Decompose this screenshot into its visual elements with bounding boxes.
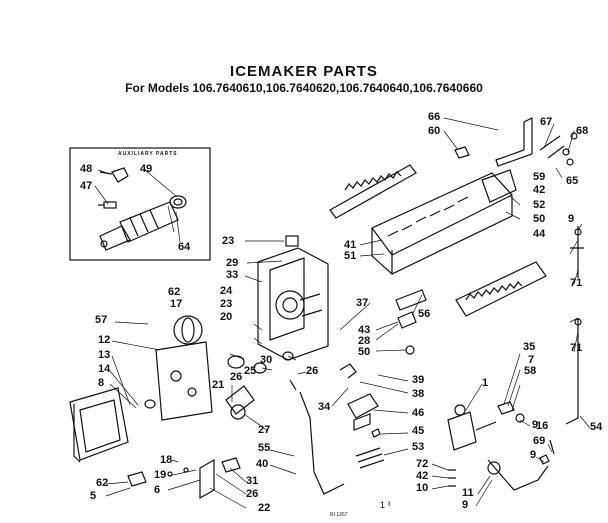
- callout-label: 17: [170, 298, 183, 310]
- callout-label: 57: [95, 314, 108, 326]
- callout-label: 60: [428, 125, 441, 137]
- callout-label: 67: [540, 116, 553, 128]
- callout-label: 65: [566, 175, 579, 187]
- aux-nozzle-part: [99, 225, 131, 251]
- callout-label: 56: [418, 308, 431, 320]
- callout-label: 51: [344, 250, 357, 262]
- callout-label: 54: [590, 421, 603, 433]
- callout-label: 33: [226, 269, 239, 281]
- auxiliary-parts-label: AUXILIARY PARTS: [118, 151, 178, 157]
- callout-label: 52: [533, 199, 546, 211]
- ice-mold: [371, 172, 513, 256]
- callout-label: 28: [358, 335, 371, 347]
- callout-label: 48: [80, 163, 93, 175]
- callout-label: 26: [306, 365, 319, 377]
- footer-code: RI 1267: [330, 512, 348, 518]
- page-title: ICEMAKER PARTS: [230, 63, 378, 80]
- mold-support: [257, 247, 329, 361]
- callout-label: 59: [533, 171, 546, 183]
- front-cover: [69, 387, 129, 461]
- ejector-blade: [329, 164, 417, 219]
- models-subtitle: For Models 106.7640610,106.7640620,106.7…: [125, 81, 483, 95]
- callout-label: 43: [358, 324, 371, 336]
- callout-label: 44: [533, 228, 546, 240]
- callout-label: 41: [344, 239, 357, 251]
- callout-label: 16: [536, 420, 549, 432]
- callout-label: 42: [416, 470, 429, 482]
- callout-label: 9: [532, 419, 539, 431]
- callout-label: 8: [98, 377, 105, 389]
- callout-label: 18: [160, 454, 173, 466]
- callout-label: 39: [412, 374, 425, 386]
- stripper: [455, 261, 547, 317]
- motor: [173, 315, 203, 345]
- callout-label: 40: [256, 458, 269, 470]
- callout-label: 34: [318, 401, 331, 413]
- callout-label: 58: [524, 365, 537, 377]
- mounting-plate: [155, 341, 213, 421]
- callout-label: 47: [80, 180, 93, 192]
- callout-label: 45: [412, 425, 425, 437]
- callout-label: 24: [220, 285, 233, 297]
- callout-label: 10: [416, 482, 429, 494]
- callout-label: 30: [260, 354, 273, 366]
- footer-mark: 1 ³: [380, 500, 391, 510]
- callout-label: 53: [412, 441, 425, 453]
- callout-label: 27: [258, 424, 271, 436]
- callout-label: 55: [258, 442, 271, 454]
- callout-label: 37: [356, 297, 369, 309]
- callout-label: 68: [576, 125, 589, 137]
- shutoff-arm: [565, 318, 579, 425]
- callout-label: 7: [528, 354, 535, 366]
- callout-label: 9: [568, 213, 575, 225]
- callout-label: 23: [222, 235, 235, 247]
- callout-label: 11: [462, 487, 474, 499]
- aux-fitting-part: [98, 201, 117, 209]
- callout-label: 20: [220, 311, 233, 323]
- aux-cap-part: [169, 195, 187, 209]
- callout-label: 31: [246, 475, 259, 487]
- callout-label: 71: [570, 277, 583, 289]
- callout-label: 38: [412, 388, 425, 400]
- callout-label: 72: [416, 458, 429, 470]
- callout-label: 5: [90, 490, 97, 502]
- callout-label: 26: [230, 371, 243, 383]
- callout-label: 62: [96, 477, 109, 489]
- water-valve: [447, 411, 477, 451]
- callout-label: 64: [178, 241, 191, 253]
- callout-label: 35: [523, 341, 536, 353]
- callout-label: 66: [428, 111, 441, 123]
- fill-cup: [481, 169, 517, 203]
- callout-label: 23: [220, 298, 233, 310]
- callout-label: 26: [246, 488, 259, 500]
- callout-label: 14: [98, 363, 111, 375]
- callout-label: 50: [533, 213, 546, 225]
- callout-label: 1: [482, 377, 489, 389]
- callout-label: 46: [412, 407, 425, 419]
- callout-label: 29: [226, 257, 239, 269]
- callout-label: 9: [530, 449, 537, 461]
- aux-filter-part: [119, 201, 179, 243]
- switch: [347, 393, 379, 419]
- callout-label: 49: [140, 163, 153, 175]
- callout-label: 22: [258, 502, 271, 514]
- fill-tube: [495, 117, 533, 167]
- callout-label: 21: [212, 379, 225, 391]
- aux-valve-part: [99, 167, 129, 183]
- callout-label: 6: [154, 484, 161, 496]
- callout-label: 12: [98, 334, 111, 346]
- callout-label: 71: [570, 342, 583, 354]
- callout-label: 9: [462, 499, 469, 511]
- callout-label: 13: [98, 349, 111, 361]
- callout-label: 62: [168, 286, 181, 298]
- callout-label: 50: [358, 346, 371, 358]
- auxiliary-parts-box: [69, 147, 211, 261]
- callout-label: 69: [533, 435, 546, 447]
- callout-label: 19: [154, 469, 167, 481]
- callout-label: 42: [533, 184, 546, 196]
- callout-label: 25: [244, 365, 257, 377]
